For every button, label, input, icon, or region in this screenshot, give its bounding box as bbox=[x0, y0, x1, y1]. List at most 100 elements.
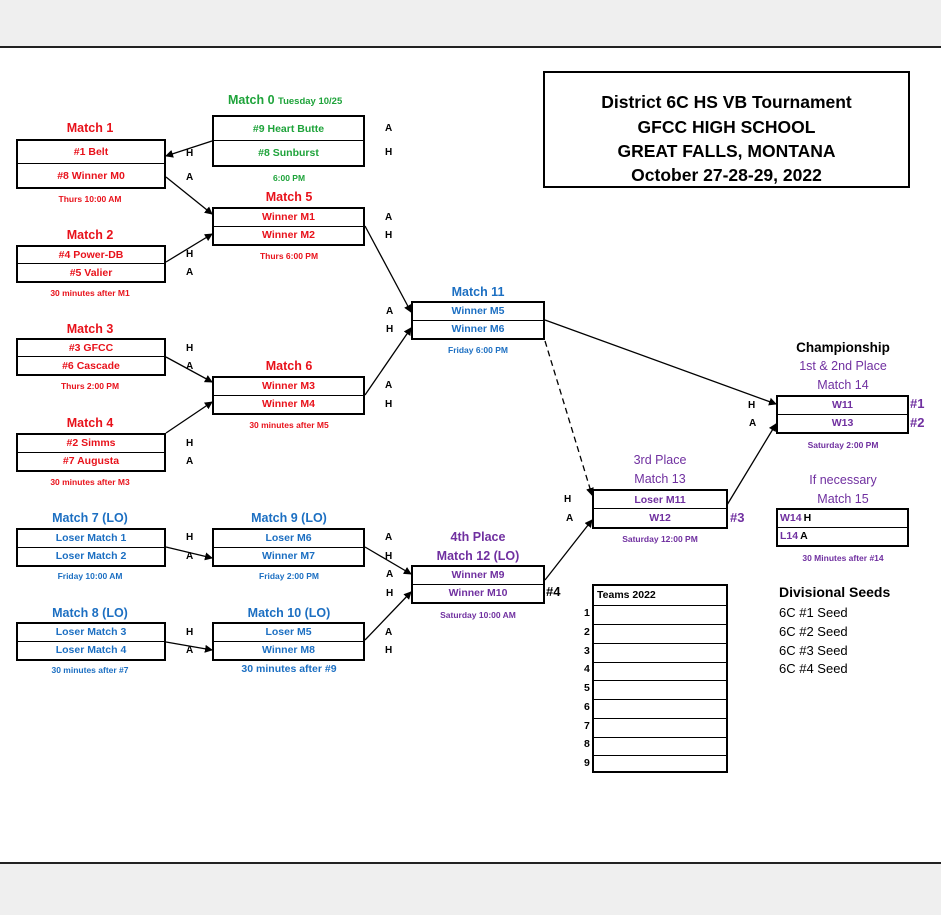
connector-m2-m5 bbox=[165, 233, 213, 263]
match-4-bottom-ha: A bbox=[186, 456, 194, 467]
team-number: 1 bbox=[584, 607, 590, 619]
match-10-label: Match 10 (LO) bbox=[247, 606, 331, 620]
connector-m8-m10 bbox=[165, 641, 213, 653]
match-2-bottom-ha: A bbox=[186, 267, 194, 278]
match-1-team-top: #1 Belt bbox=[18, 141, 164, 164]
match-14-box: W11 W13 bbox=[776, 395, 909, 434]
match-10-bottom-ha: H bbox=[385, 645, 393, 656]
connector-m7-m9 bbox=[165, 546, 213, 561]
match-3-team-top: #3 GFCC bbox=[18, 340, 164, 357]
match-0-team-top: #9 Heart Butte bbox=[214, 117, 363, 141]
title-line-1: District 6C HS VB Tournament bbox=[601, 92, 852, 112]
teams-row[interactable] bbox=[594, 755, 726, 771]
match-14-place: 1st & 2nd Place bbox=[799, 359, 887, 373]
match-12-seed: #4 bbox=[546, 584, 561, 599]
match-1-box: #1 Belt #8 Winner M0 bbox=[16, 139, 166, 189]
teams-row[interactable] bbox=[594, 605, 726, 625]
teams-header: Teams 2022 bbox=[597, 589, 656, 601]
match-12-label: Match 12 (LO) bbox=[436, 549, 520, 563]
teams-header-row: Teams 2022 bbox=[594, 586, 726, 606]
match-15-row-top: W14 H bbox=[778, 510, 907, 528]
match-3-top-ha: H bbox=[186, 343, 194, 354]
match-13-seed: #3 bbox=[730, 510, 745, 525]
match-6-box: Winner M3 Winner M4 bbox=[212, 376, 365, 415]
match-13-box: Loser M11 W12 bbox=[592, 489, 728, 529]
connector-m12-m13 bbox=[544, 519, 593, 581]
teams-row[interactable] bbox=[594, 643, 726, 663]
match-9-bottom-ha: H bbox=[385, 551, 393, 562]
match-8-team-top: Loser Match 3 bbox=[18, 624, 164, 642]
seed-item: 6C #1 Seed bbox=[779, 605, 848, 620]
match-15-team-top: W14 bbox=[780, 512, 802, 525]
connector-m5-m11 bbox=[364, 225, 412, 313]
match-9-team-top: Loser M6 bbox=[214, 530, 363, 548]
match-2-box: #4 Power-DB #5 Valier bbox=[16, 245, 166, 283]
bottom-status-band bbox=[0, 862, 941, 915]
match-13-time: Saturday 12:00 PM bbox=[622, 534, 698, 544]
connector-m9-m12 bbox=[364, 546, 412, 575]
connector-m13-m14 bbox=[726, 423, 777, 506]
connector-m10-m12 bbox=[364, 591, 412, 641]
match-0-box: #9 Heart Butte #8 Sunburst bbox=[212, 115, 365, 167]
match-12-top-ha: A bbox=[386, 569, 394, 580]
match-7-box: Loser Match 1 Loser Match 2 bbox=[16, 528, 166, 567]
match-3-label: Match 3 bbox=[66, 322, 114, 336]
match-14-team-bottom: W13 bbox=[831, 417, 854, 430]
match-14-label: Match 14 bbox=[817, 378, 869, 392]
match-10-time: 30 minutes after #9 bbox=[241, 663, 337, 675]
match-4-label: Match 4 bbox=[66, 416, 114, 430]
teams-row[interactable] bbox=[594, 662, 726, 681]
match-15-condition: If necessary bbox=[809, 473, 877, 487]
team-number: 3 bbox=[584, 645, 590, 657]
match-8-bottom-ha: A bbox=[186, 645, 194, 656]
match-14-top-ha: H bbox=[748, 400, 756, 411]
team-number: 6 bbox=[584, 701, 590, 713]
teams-row[interactable] bbox=[594, 624, 726, 644]
championship-label: Championship bbox=[796, 340, 890, 355]
match-5-team-bottom: Winner M2 bbox=[262, 229, 315, 242]
match-0-bottom-ha: H bbox=[385, 147, 393, 158]
match-1-label: Match 1 bbox=[66, 121, 114, 135]
match-2-top-ha: H bbox=[186, 249, 194, 260]
match-15-time: 30 Minutes after #14 bbox=[802, 553, 884, 563]
teams-row[interactable] bbox=[594, 680, 726, 700]
match-15-team-bottom: L14 bbox=[780, 530, 799, 543]
connector-m1-m5 bbox=[165, 176, 213, 215]
match-13-bottom-ha: A bbox=[566, 513, 574, 524]
match-11-label: Match 11 bbox=[451, 285, 505, 299]
match-1-bottom-ha: A bbox=[186, 172, 194, 183]
match-13-team-bottom: W12 bbox=[649, 512, 671, 524]
match-4-team-bottom: #7 Augusta bbox=[62, 455, 120, 468]
teams-row[interactable] bbox=[594, 737, 726, 756]
match-15-label: Match 15 bbox=[817, 492, 869, 506]
match-6-label: Match 6 bbox=[265, 359, 313, 373]
match-7-team-bottom: Loser Match 2 bbox=[55, 550, 127, 563]
match-0-date: Tuesday 10/25 bbox=[278, 96, 343, 107]
match-10-box: Loser M5 Winner M8 bbox=[212, 622, 365, 661]
teams-table: Teams 2022 bbox=[592, 584, 728, 773]
connector-m11-m14 bbox=[544, 319, 777, 406]
match-7-team-top: Loser Match 1 bbox=[18, 530, 164, 548]
team-number: 4 bbox=[584, 663, 590, 675]
match-5-top-ha: A bbox=[385, 212, 393, 223]
match-15-box: W14 H L14 A bbox=[776, 508, 909, 547]
divisional-seeds-title: Divisional Seeds bbox=[779, 584, 891, 600]
match-13-team-top: Loser M11 bbox=[594, 491, 726, 509]
title-line-3: GREAT FALLS, MONTANA bbox=[617, 141, 836, 161]
match-0-top-ha: A bbox=[385, 123, 393, 134]
team-number: 2 bbox=[584, 626, 590, 638]
match-1-team-bottom: #8 Winner M0 bbox=[57, 169, 125, 182]
teams-row[interactable] bbox=[594, 718, 726, 738]
match-0-team-bottom: #8 Sunburst bbox=[258, 147, 319, 159]
match-6-team-bottom: Winner M4 bbox=[262, 398, 315, 411]
team-number: 7 bbox=[584, 720, 590, 732]
match-15-row-bottom: L14 A bbox=[778, 528, 907, 546]
match-3-team-bottom: #6 Cascade bbox=[62, 359, 120, 372]
teams-row[interactable] bbox=[594, 699, 726, 719]
match-13-label: Match 13 bbox=[634, 472, 686, 486]
match-14-time: Saturday 2:00 PM bbox=[807, 440, 879, 450]
match-6-team-top: Winner M3 bbox=[214, 378, 363, 396]
match-9-team-bottom: Winner M7 bbox=[262, 550, 315, 563]
title-line-4: October 27-28-29, 2022 bbox=[631, 165, 822, 185]
